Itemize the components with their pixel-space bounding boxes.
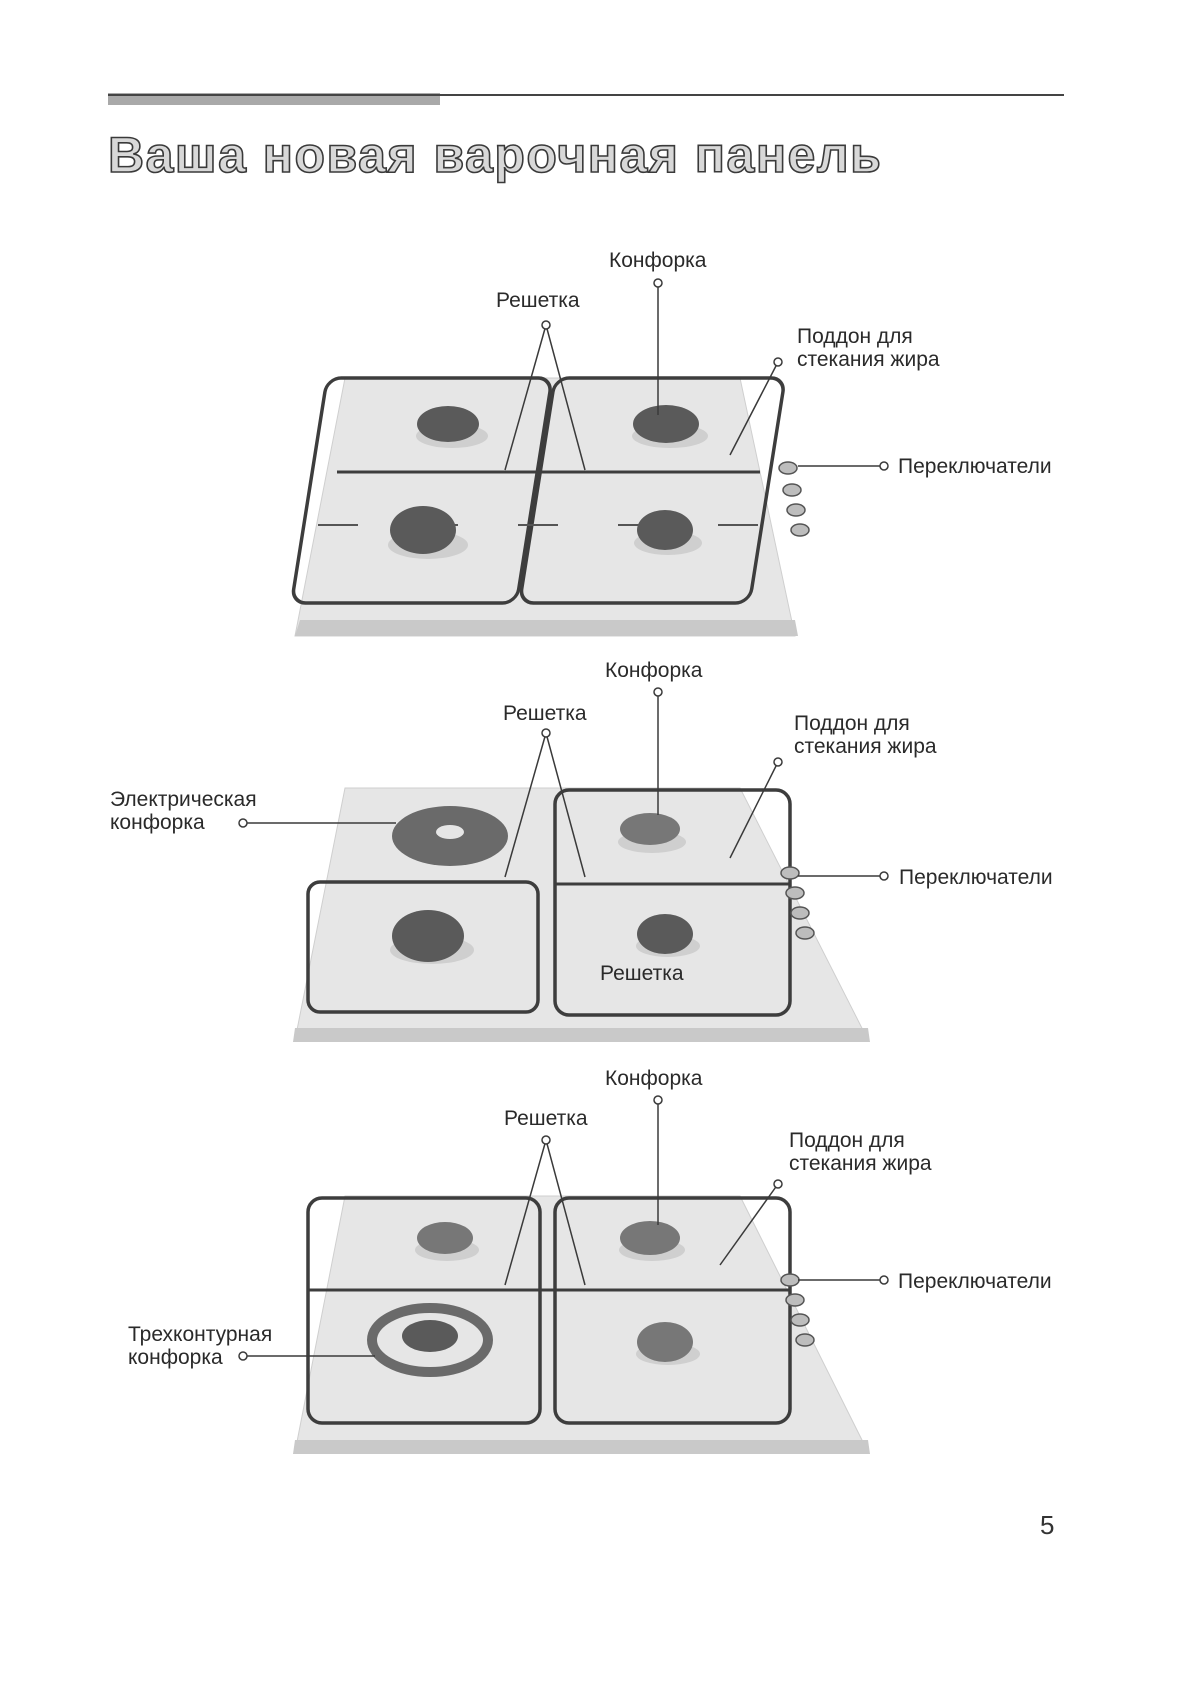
label-drip-tray-2: стекания жира [789,1152,932,1175]
label-grate: Решетка [504,1107,588,1130]
hob-diagram-triple: Конфорка Решетка Поддон для стекания жир… [0,0,1198,420]
label-triple-1: Трехконтурная [128,1323,272,1346]
label-burner: Конфорка [605,1067,702,1090]
hob-edge [293,1440,870,1454]
label-controls: Переключатели [898,1270,1052,1293]
page-number: 5 [1040,1510,1054,1541]
hob-illustration-triple [0,0,1198,1470]
label-drip-tray-1: Поддон для [789,1129,905,1152]
label-triple-2: конфорка [128,1346,223,1369]
